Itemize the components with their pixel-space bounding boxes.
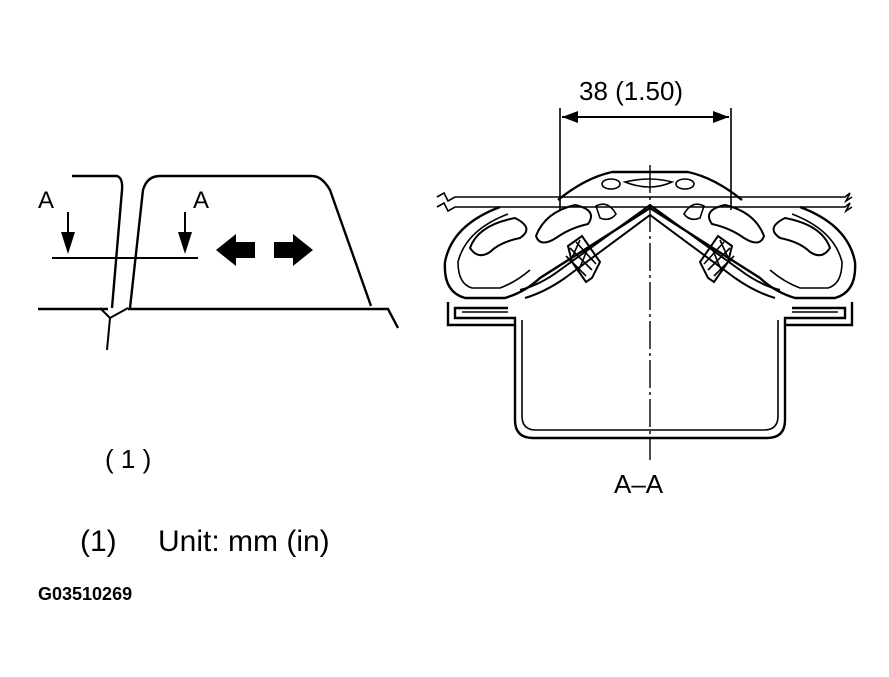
cup-inner <box>521 320 779 431</box>
left-view: A A ( 1 ) <box>38 174 400 474</box>
left-member <box>72 174 124 309</box>
legend-text: Unit: mm (in) <box>158 525 330 558</box>
rubber-lobe-right-inner <box>708 203 766 244</box>
bracket-plate-upper <box>519 203 781 291</box>
rubber-lobe-left-inner <box>534 203 592 244</box>
bracket-plate-lower <box>524 213 776 299</box>
bolt-right <box>698 234 735 284</box>
callout-number: ( 1 ) <box>105 444 151 474</box>
flange <box>446 302 854 327</box>
legend-number: (1) <box>80 525 117 558</box>
section-mark-left: A <box>38 187 54 214</box>
cap-hole-left <box>601 178 621 190</box>
base-surface <box>38 307 400 329</box>
cup-outer <box>513 325 787 440</box>
arrow-down-icon <box>61 212 75 254</box>
dimension-label: 38 (1.50) <box>579 76 683 106</box>
arrow-down-icon <box>178 212 192 254</box>
top-cap <box>557 170 743 201</box>
rubber-lobe-right-small <box>683 203 705 221</box>
cap-inner <box>622 178 675 188</box>
section-mark-right: A <box>193 187 209 214</box>
bolt-left <box>565 234 602 284</box>
right-member <box>128 174 373 309</box>
rubber-lobe-right <box>772 216 832 257</box>
rubber-lobe-left <box>468 216 528 257</box>
cap-hole-right <box>675 178 695 190</box>
rubber-body-outer <box>443 205 857 300</box>
rubber-lobe-left-small <box>595 203 617 221</box>
figure-code: G03510269 <box>38 584 132 604</box>
double-arrow-icon <box>216 234 313 266</box>
rubber-body-inner <box>457 213 843 289</box>
weld-tail <box>106 317 111 351</box>
dimension-line <box>562 111 729 123</box>
right-view: 38 (1.50) <box>436 76 857 499</box>
section-label: A–A <box>614 469 664 499</box>
